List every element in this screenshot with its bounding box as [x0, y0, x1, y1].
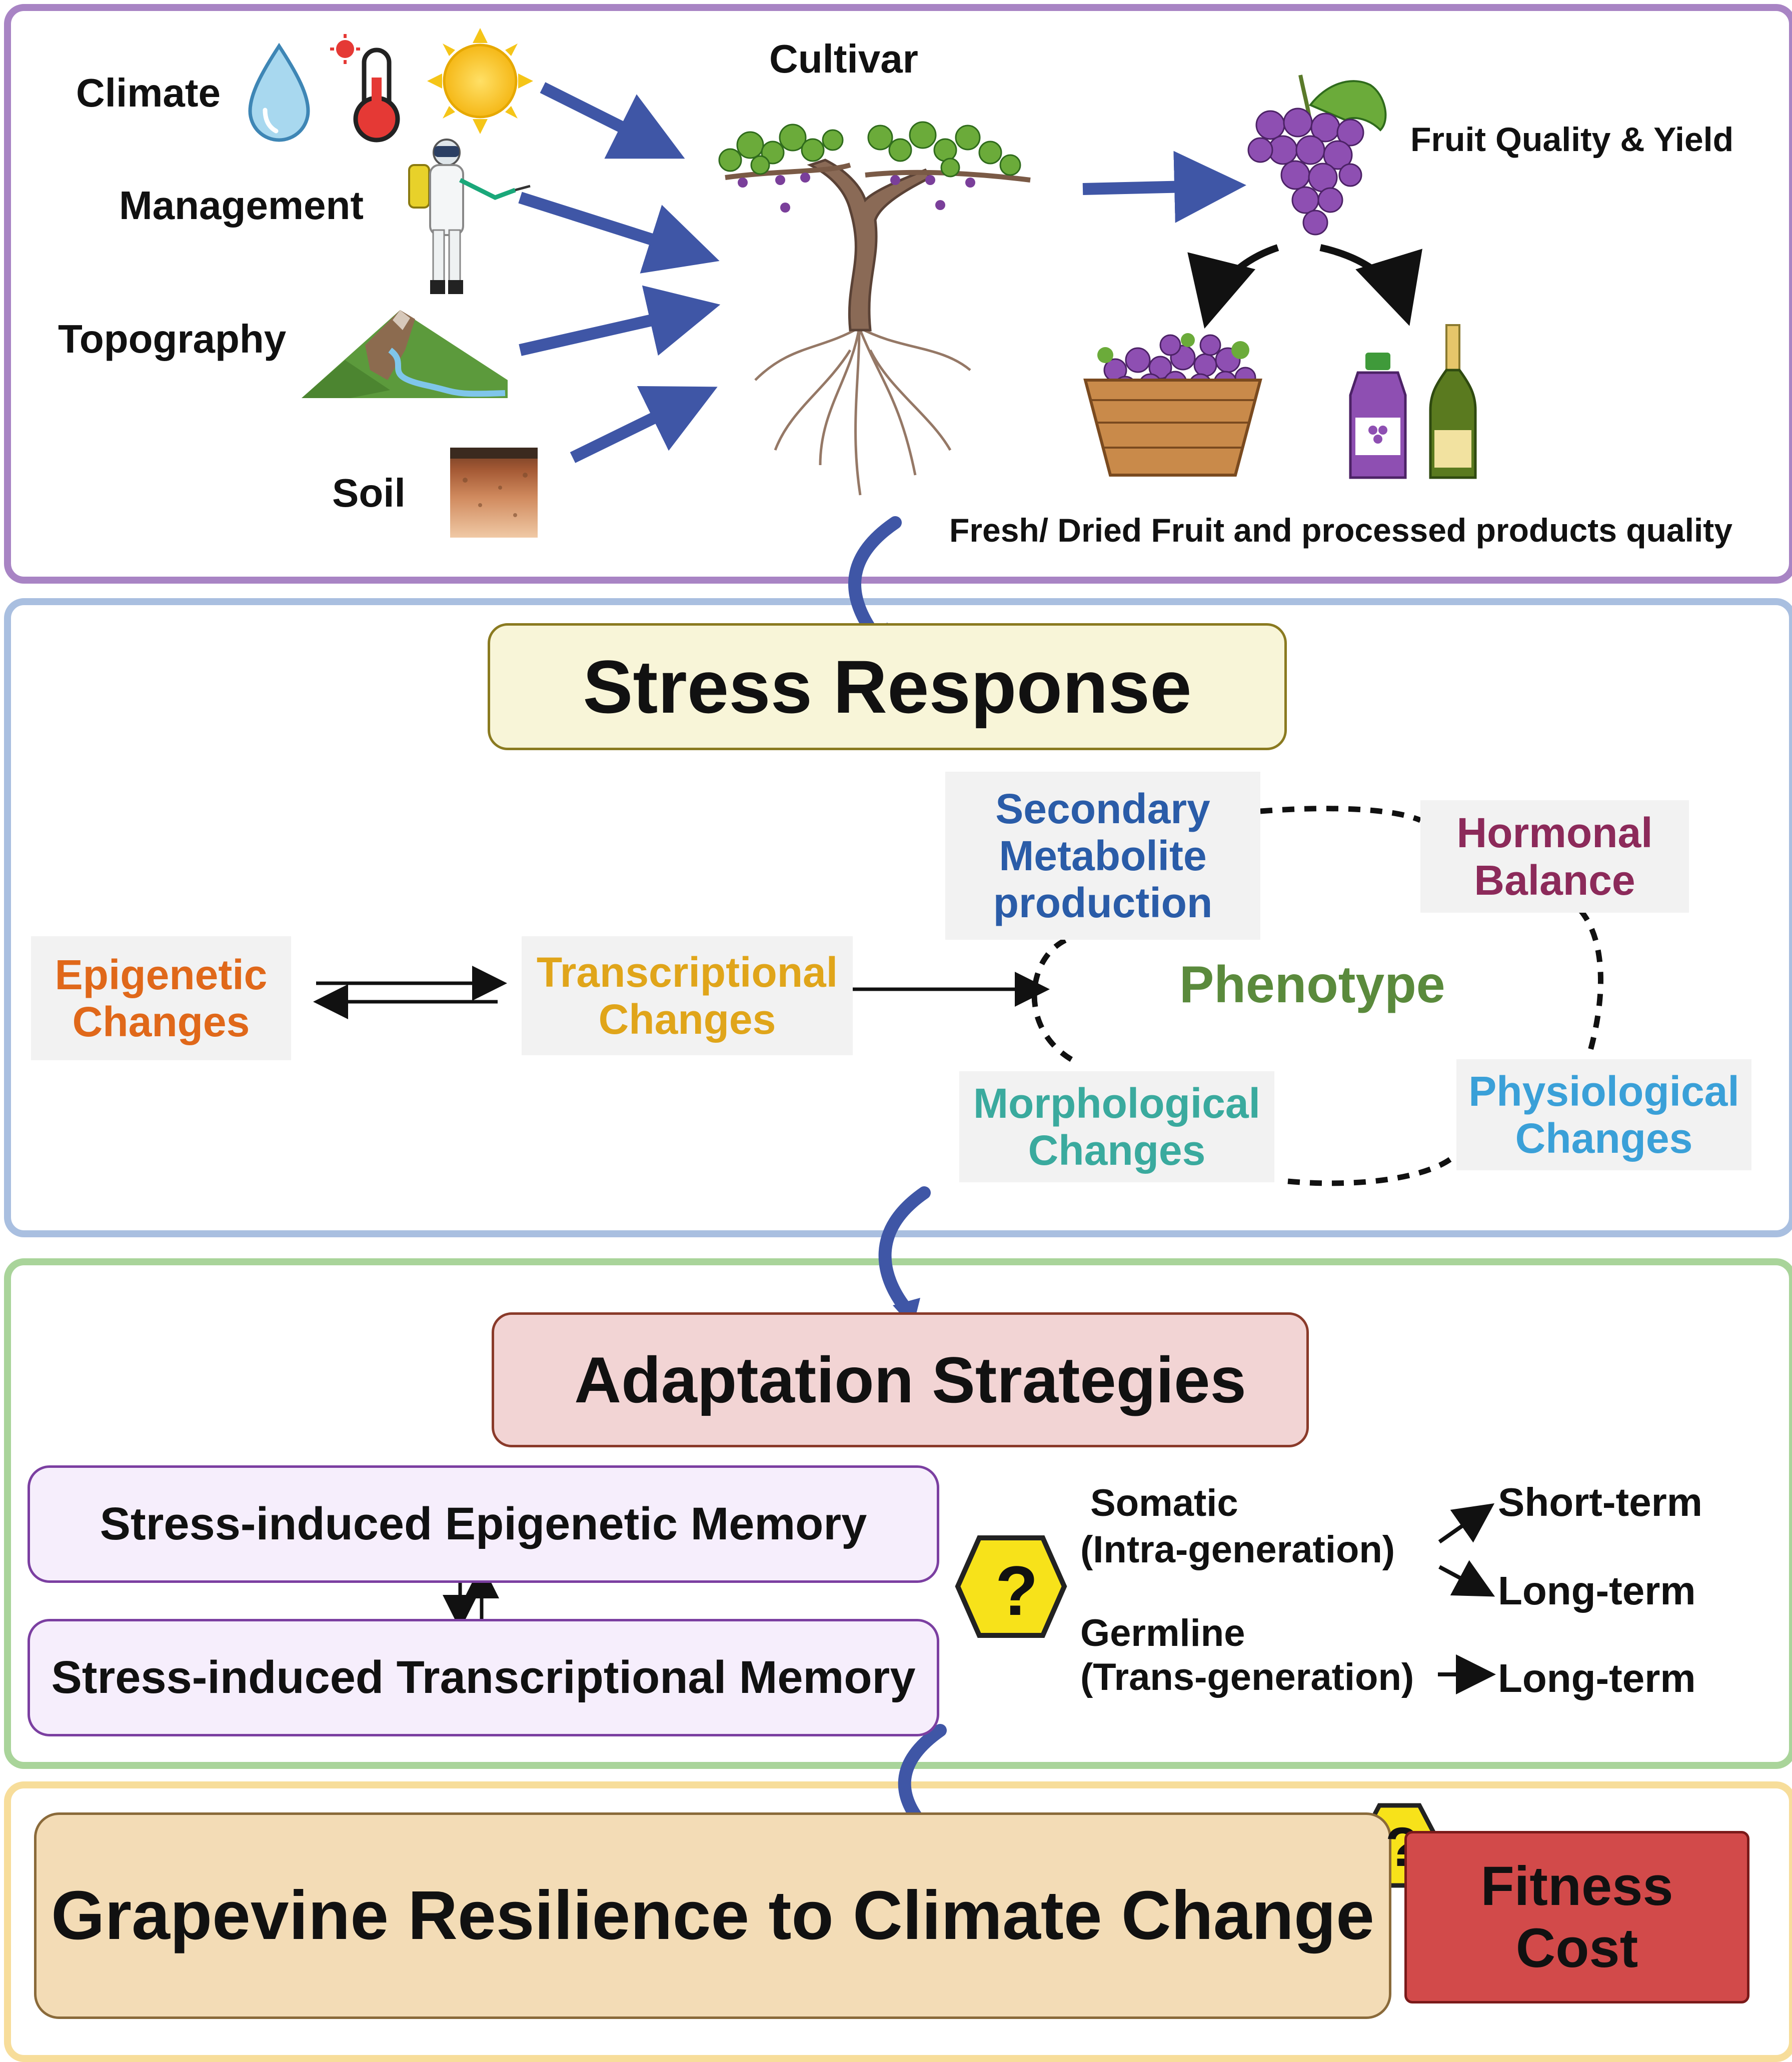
climate-arrow	[540, 82, 685, 159]
sun-icon	[427, 28, 533, 134]
physiological-line1: Physiological	[1468, 1067, 1739, 1115]
adaptation-title: Adaptation Strategies	[574, 1343, 1246, 1416]
hormonal-line1: Hormonal	[1456, 809, 1653, 857]
secondary-metabolite-box: Secondary Metabolite production	[945, 772, 1260, 940]
secondary-line2: Metabolite	[999, 832, 1207, 879]
question-mark-label: ?	[995, 1551, 1038, 1630]
grapevine-icon	[718, 121, 1031, 496]
cultivar-label: Cultivar	[769, 37, 918, 81]
topography-arrow	[519, 285, 721, 356]
water-drop-icon	[248, 43, 310, 142]
long-term-label-1: Long-term	[1498, 1568, 1696, 1613]
transcriptional-memory-box: Stress-induced Transcriptional Memory	[28, 1619, 939, 1736]
soil-arrow	[570, 386, 718, 463]
fitness-line1: Fitness	[1480, 1855, 1673, 1917]
epigenetic-memory-box: Stress-induced Epigenetic Memory	[28, 1465, 939, 1583]
physiological-changes-box: Physiological Changes	[1456, 1059, 1751, 1170]
epigenetic-line2: Changes	[72, 998, 250, 1045]
long-term-label-2: Long-term	[1498, 1656, 1696, 1700]
soil-label: Soil	[332, 471, 406, 515]
phenotype-dashed-ring	[1031, 806, 1603, 1186]
epigenetic-memory-label: Stress-induced Epigenetic Memory	[100, 1498, 867, 1549]
hormonal-balance-box: Hormonal Balance	[1420, 800, 1689, 913]
physiological-line2: Changes	[1515, 1115, 1693, 1162]
management-label: Management	[119, 183, 364, 228]
stress-response-title: Stress Response	[583, 644, 1192, 729]
adaptation-title-box: Adaptation Strategies	[492, 1312, 1309, 1447]
fruit-quality-label: Fruit Quality & Yield	[1410, 121, 1734, 159]
mountain-icon	[302, 310, 508, 398]
germline-sub-label: (Trans-generation)	[1080, 1656, 1414, 1698]
hormonal-line2: Balance	[1474, 856, 1635, 904]
transcriptional-line1: Transcriptional	[536, 948, 838, 996]
resilience-title: Grapevine Resilience to Climate Change	[51, 1877, 1374, 1954]
fitness-cost-box: Fitness Cost	[1404, 1831, 1749, 2003]
sprayer-person-icon	[408, 139, 531, 294]
fruit-split-arrows	[1187, 244, 1422, 329]
juice-bottle-icon	[1349, 353, 1407, 479]
transcriptional-changes-box: Transcriptional Changes	[522, 936, 853, 1055]
somatic-label: Somatic	[1090, 1482, 1238, 1524]
morphological-line2: Changes	[1028, 1127, 1206, 1174]
transcriptional-line2: Changes	[598, 996, 776, 1043]
products-quality-label: Fresh/ Dried Fruit and processed product…	[949, 512, 1732, 549]
morphological-line1: Morphological	[973, 1079, 1260, 1127]
grape-bunch-icon	[1247, 75, 1387, 236]
management-arrow	[518, 192, 720, 274]
term-arrows	[1438, 1503, 1496, 1694]
morphological-changes-box: Morphological Changes	[959, 1071, 1274, 1182]
topography-label: Topography	[58, 317, 287, 361]
cultivar-to-fruit-arrow	[1082, 151, 1246, 223]
stress-arrows	[313, 966, 1050, 1019]
thermometer-icon	[330, 34, 400, 143]
transcriptional-memory-label: Stress-induced Transcriptional Memory	[51, 1652, 916, 1703]
grape-basket-icon	[1083, 333, 1262, 477]
wine-bottle-icon	[1429, 324, 1477, 479]
germline-label: Germline	[1080, 1612, 1245, 1654]
fitness-line2: Cost	[1515, 1917, 1638, 1979]
stress-response-title-box: Stress Response	[488, 623, 1287, 750]
phenotype-label: Phenotype	[1179, 956, 1445, 1014]
secondary-line3: production	[993, 879, 1213, 927]
resilience-title-box: Grapevine Resilience to Climate Change	[34, 1812, 1391, 2019]
somatic-sub-label: (Intra-generation)	[1080, 1528, 1395, 1571]
short-term-label: Short-term	[1498, 1480, 1702, 1524]
climate-label: Climate	[76, 71, 221, 115]
soil-layers-icon	[450, 448, 538, 538]
question-hexagon-icon	[955, 1535, 1067, 1638]
factor-arrows	[518, 82, 1246, 463]
epigenetic-line1: Epigenetic	[55, 951, 268, 998]
secondary-line1: Secondary	[995, 785, 1210, 832]
epigenetic-changes-box: Epigenetic Changes	[31, 936, 291, 1060]
